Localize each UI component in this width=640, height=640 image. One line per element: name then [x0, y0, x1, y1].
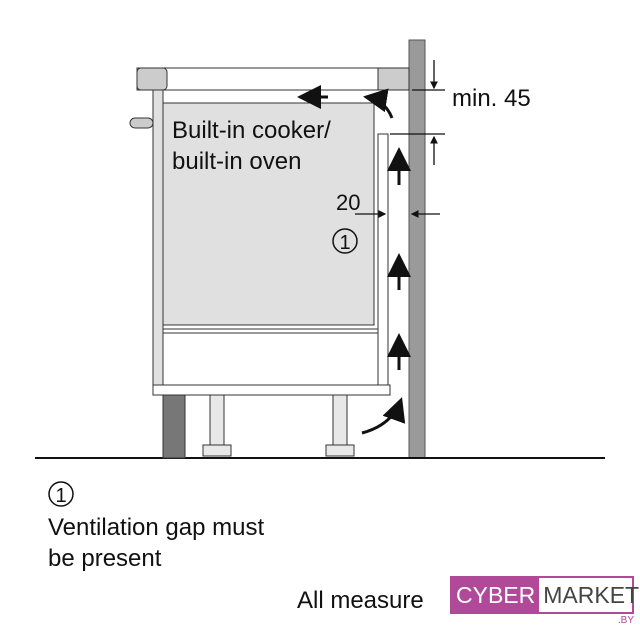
wall	[408, 39, 426, 459]
oven-body	[162, 102, 375, 326]
side-gap-label: 20	[336, 190, 360, 215]
oven-handle	[129, 117, 154, 129]
appliance-label-line1: Built-in cooker/	[172, 117, 331, 144]
feet	[202, 394, 355, 457]
watermark-logo: CYBER MARKET .BY	[450, 576, 639, 626]
logo-suffix: .BY	[617, 615, 634, 626]
appliance-label-line2: built-in oven	[172, 148, 301, 175]
logo-part1: CYBER	[452, 578, 540, 612]
cooktop	[136, 67, 410, 91]
legend-number: 1	[55, 485, 66, 507]
cabinet-right-panel	[377, 133, 389, 386]
cabinet-base	[152, 384, 391, 396]
callout-circle	[332, 228, 358, 254]
legend-text-line1: Ventilation gap must	[48, 514, 264, 541]
airflow-arrows	[297, 85, 411, 435]
cabinet-left-panel	[152, 89, 164, 396]
logo-part2: MARKET	[543, 582, 640, 608]
dimension-lines	[355, 60, 445, 218]
legend-circle	[48, 481, 74, 507]
legend-text-line2: be present	[48, 545, 162, 572]
min-gap-label: min. 45	[452, 85, 531, 112]
callout-number: 1	[339, 232, 350, 254]
drawer	[162, 332, 379, 386]
plinth	[162, 394, 186, 459]
footer-note: All measure	[297, 587, 424, 614]
